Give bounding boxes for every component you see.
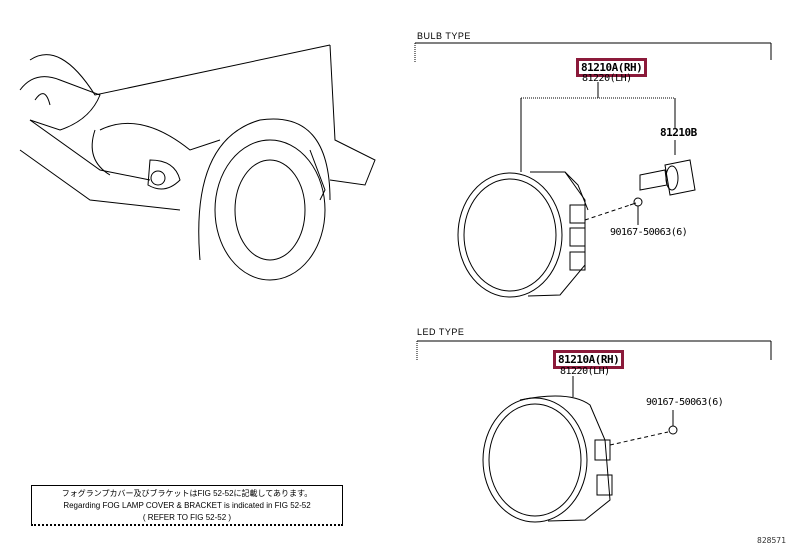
- led-type-heading: LED TYPE: [417, 327, 465, 337]
- diagram-id: 828571: [757, 536, 786, 545]
- bulb-81210b: [639, 159, 696, 196]
- bulb-81210b-label[interactable]: 81210B: [660, 126, 697, 139]
- bulb-part-lh-label[interactable]: 81220(LH): [582, 73, 632, 84]
- bulb-type-fog-lamp: [457, 171, 631, 298]
- note-english: Regarding FOG LAMP COVER & BRACKET is in…: [63, 501, 311, 510]
- led-screw-label[interactable]: 90167-50063(6): [646, 397, 724, 408]
- bulb-part-rh-label[interactable]: 81210A(RH): [576, 58, 648, 77]
- led-part-lh-label[interactable]: 81220(LH): [560, 366, 610, 377]
- vehicle-front-illustration: [19, 44, 376, 281]
- note-box: フォグランプカバー及びブラケットはFIG 52-52に記載してあります。 Reg…: [31, 485, 343, 526]
- led-section-frame: [416, 340, 772, 397]
- note-japanese: フォグランプカバー及びブラケットはFIG 52-52に記載してあります。: [61, 489, 313, 498]
- note-reference[interactable]: ( REFER TO FIG 52-52 ): [142, 513, 232, 522]
- bulb-section-frame: [414, 42, 772, 172]
- screw: [629, 197, 643, 225]
- led-type-fog-lamp: [482, 395, 678, 523]
- bulb-type-heading: BULB TYPE: [417, 31, 471, 41]
- led-part-rh-label[interactable]: 81210A(RH): [553, 350, 625, 369]
- bulb-screw-label[interactable]: 90167-50063(6): [610, 227, 688, 238]
